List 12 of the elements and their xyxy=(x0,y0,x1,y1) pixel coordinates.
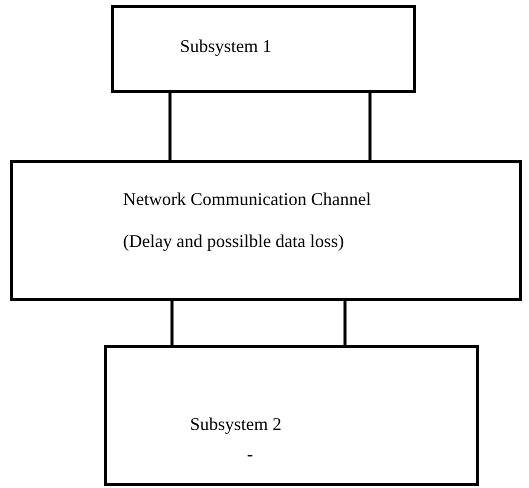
node-title: Subsystem 1 xyxy=(180,36,273,57)
channel-box xyxy=(10,160,522,301)
node-title: Subsystem 2 xyxy=(190,414,283,435)
node-note: - xyxy=(247,444,254,465)
subsystem-box xyxy=(104,345,479,486)
connector-line xyxy=(170,301,174,345)
subsystem-box xyxy=(111,5,416,93)
connector-line xyxy=(168,93,172,160)
connector-line xyxy=(368,93,372,160)
node-title: Network Communication Channel xyxy=(123,189,372,210)
node-note: (Delay and possilble data loss) xyxy=(123,231,345,252)
connector-line xyxy=(344,301,346,345)
